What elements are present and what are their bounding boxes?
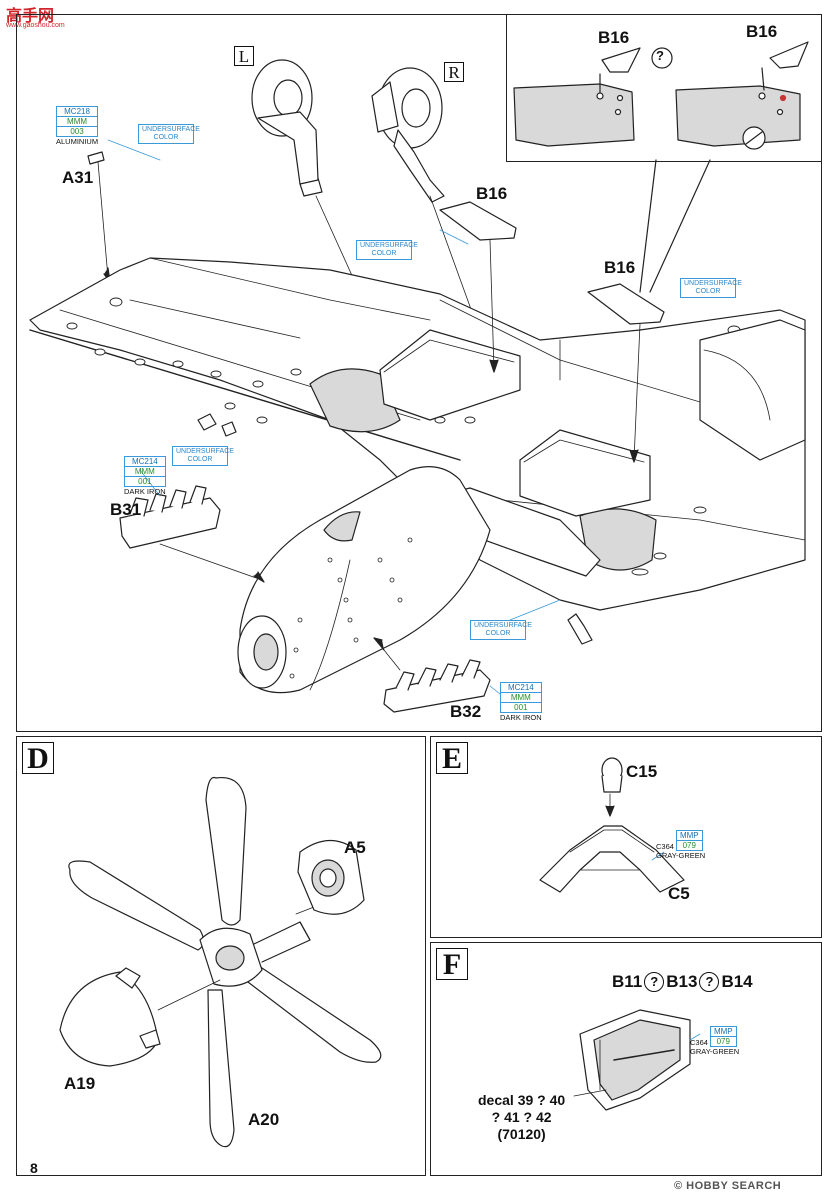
part-label-a19: A19	[64, 1074, 96, 1093]
inset-part-b16-right: B16	[746, 22, 778, 41]
undersurface-callout-left: UNDERSURFACE COLOR	[172, 446, 234, 466]
part-label-b14: B14	[721, 972, 753, 991]
part-label-a31: A31	[62, 168, 94, 187]
watermark-copyright-icon: ©	[674, 1180, 683, 1192]
color-callout-c5: C364 MMP 079 GRAY-GREEN	[656, 830, 706, 860]
part-label-c15: C15	[626, 762, 658, 781]
part-label-a5: A5	[344, 838, 366, 857]
undersurface-callout-mid: UNDERSURFACE COLOR	[356, 240, 418, 260]
question-symbol: ?	[699, 972, 720, 992]
step-f-label: F	[436, 948, 468, 981]
step-f-panel	[430, 942, 822, 1176]
color-callout-b32: MC214 MMM 001 DARK IRON	[500, 682, 542, 722]
color-callout-b31: MC214 MMM 001 DARK IRON	[124, 456, 166, 496]
decal-instructions: decal 39 ? 40 ? 41 ? 42 (70120)	[478, 1092, 566, 1142]
part-sequence-b11-b13-b14: B11 ? B13 ? B14	[612, 972, 753, 992]
watermark-url: www.gaoshou.com	[6, 22, 65, 29]
part-label-c5: C5	[668, 884, 690, 903]
question-symbol: ?	[644, 972, 665, 992]
detail-inset-panel	[506, 14, 822, 162]
part-label-b13: B13	[666, 972, 698, 991]
left-side-marker: L	[234, 46, 254, 66]
part-label-b11: B11	[612, 972, 643, 991]
hobbysearch-watermark: © HOBBY SEARCH	[674, 1180, 782, 1192]
part-label-a20: A20	[248, 1110, 280, 1129]
inset-question-symbol: ?	[656, 48, 664, 63]
watermark-logo-text: 高手网	[6, 8, 55, 25]
step-e-panel	[430, 736, 822, 938]
color-callout-a31: MC218 MMM 003 ALUMINIUM	[56, 106, 99, 146]
part-label-b16-upper: B16	[476, 184, 508, 203]
main-assembly-panel	[16, 14, 822, 732]
part-label-b32: B32	[450, 702, 482, 721]
step-e-label: E	[436, 742, 468, 775]
right-side-marker: R	[444, 62, 464, 82]
page-number: 8	[30, 1160, 38, 1176]
step-d-panel	[16, 736, 426, 1176]
step-d-label: D	[22, 742, 54, 775]
watermark-logo: 高手网	[6, 2, 54, 26]
color-callout-f: C364 MMP 079 GRAY-GREEN	[690, 1026, 740, 1056]
part-label-b31: B31	[110, 500, 142, 519]
undersurface-callout-top: UNDERSURFACE COLOR	[138, 124, 200, 144]
undersurface-callout-bottom: UNDERSURFACE COLOR	[470, 620, 532, 640]
inset-part-b16-left: B16	[598, 28, 630, 47]
part-label-b16-lower: B16	[604, 258, 636, 277]
undersurface-callout-right: UNDERSURFACE COLOR	[680, 278, 742, 298]
